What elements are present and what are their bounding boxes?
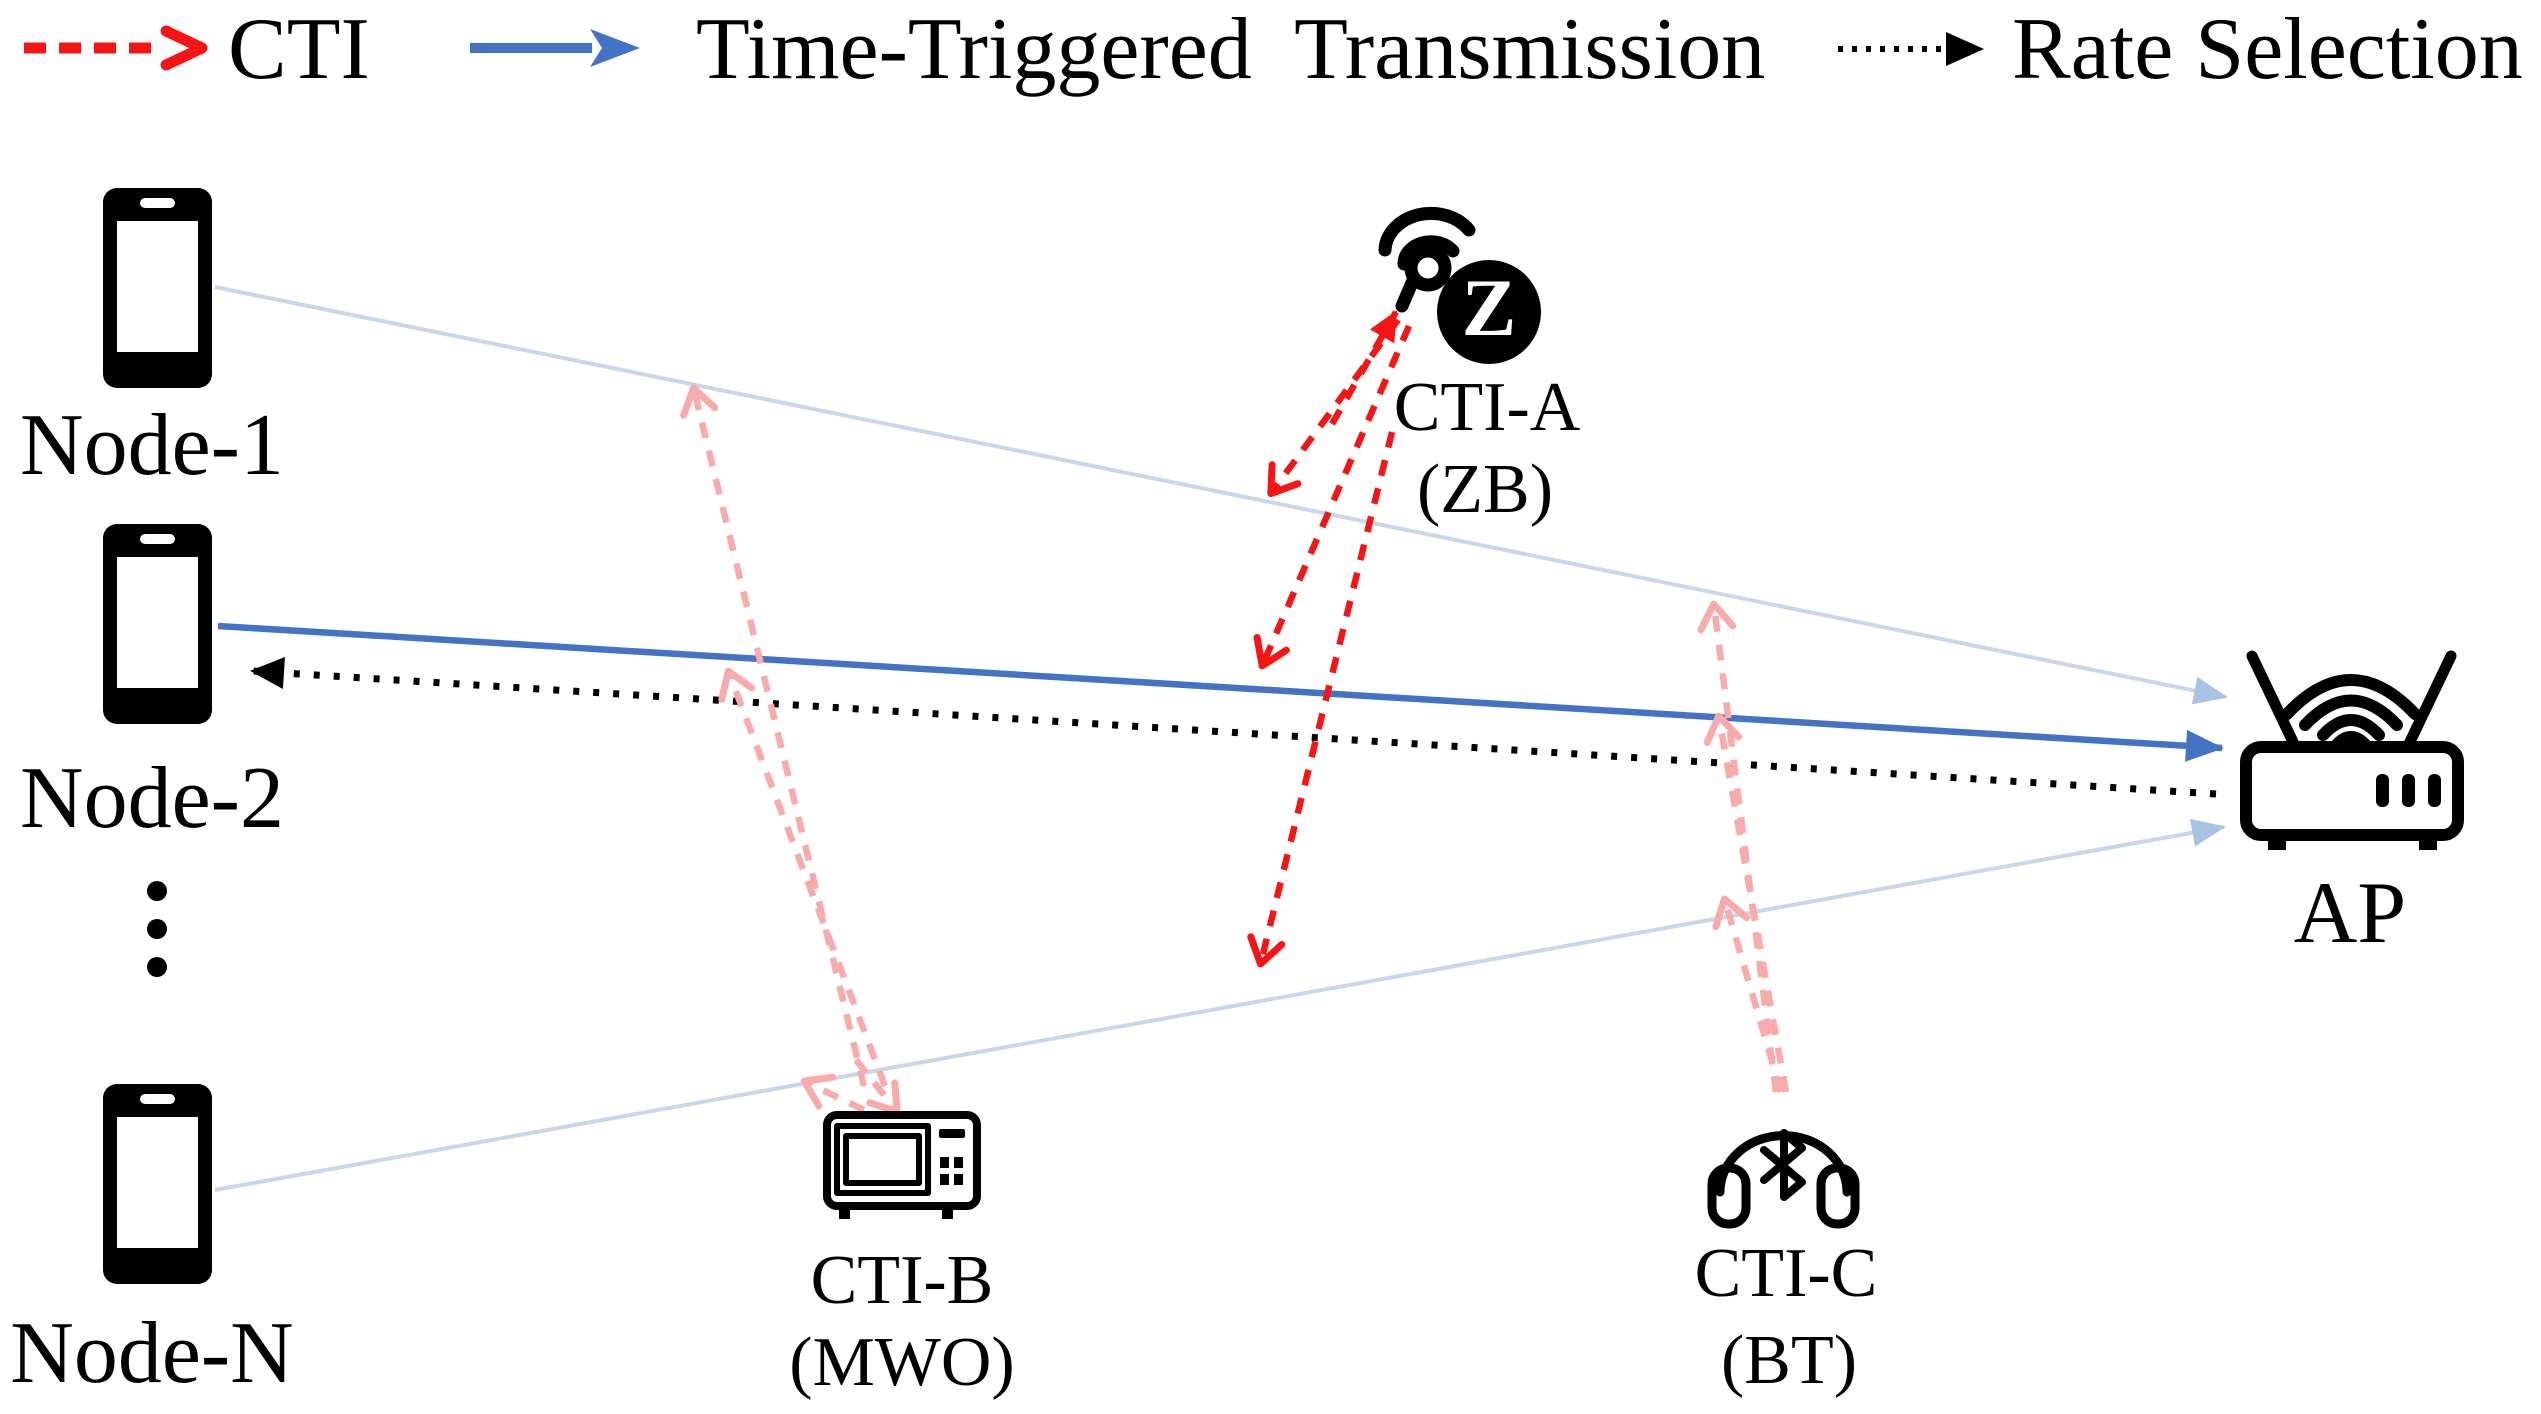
more-nodes-ellipsis (147, 881, 167, 977)
cti-b-label: CTI-B (810, 1242, 994, 1319)
link-ap-to-node2-rate-selection (250, 657, 2217, 798)
cti-b-arrow-to-nodeN-link (800, 1073, 866, 1113)
microwave-oven-icon (823, 1111, 981, 1219)
link-node2-to-ap-time-triggered (217, 622, 2224, 762)
bluetooth-headphones-icon (1707, 1129, 1860, 1229)
wifi-router-icon (2240, 650, 2464, 850)
cti-a-arrow-to-node2-link (1253, 324, 1412, 670)
cti-a-arrow-to-nodeN-link (1247, 431, 1396, 968)
legend-cti-label: CTI (228, 1, 370, 98)
cti-c-label: CTI-C (1694, 1235, 1878, 1312)
ap-label: AP (2293, 865, 2407, 962)
link-nodeN-to-ap (214, 818, 2226, 1192)
cti-c-arrow-to-node2-link (1703, 712, 1790, 1093)
smartphone-icon (103, 188, 212, 388)
smartphone-icon (103, 1084, 212, 1284)
cti-c-arrow-to-nodeN-link (1712, 895, 1785, 1093)
rate-selection-legend-arrow (1838, 32, 1984, 66)
zigbee-letter: Z (1462, 262, 1517, 353)
zigbee-transmitter-icon: Z (1378, 206, 1541, 364)
nodeN-label: Node-N (10, 1305, 294, 1402)
legend-time-triggered-label: Time-Triggered Transmission (696, 1, 1766, 98)
cti-a-arrow-to-node1-link (1267, 318, 1401, 498)
cti-a-tech-label: (ZB) (1416, 451, 1554, 528)
cti-b-tech-label: (MWO) (789, 1324, 1015, 1401)
legend-rate-selection-label: Rate Selection (2012, 1, 2523, 98)
cti-b-arrow-into-icon (853, 1057, 901, 1116)
node2-label: Node-2 (20, 750, 284, 847)
cti-c-tech-label: (BT) (1720, 1322, 1858, 1399)
cti-b-arrow-to-node1-link (680, 384, 868, 1087)
smartphone-icon (103, 524, 212, 724)
time-triggered-legend-arrow (470, 29, 640, 67)
cti-a-label: CTI-A (1393, 369, 1581, 446)
node1-label: Node-1 (20, 397, 284, 494)
cti-legend-arrow (24, 25, 208, 71)
cti-b-arrow-to-node2-link (718, 667, 889, 1088)
link-node1-to-ap (214, 285, 2228, 705)
